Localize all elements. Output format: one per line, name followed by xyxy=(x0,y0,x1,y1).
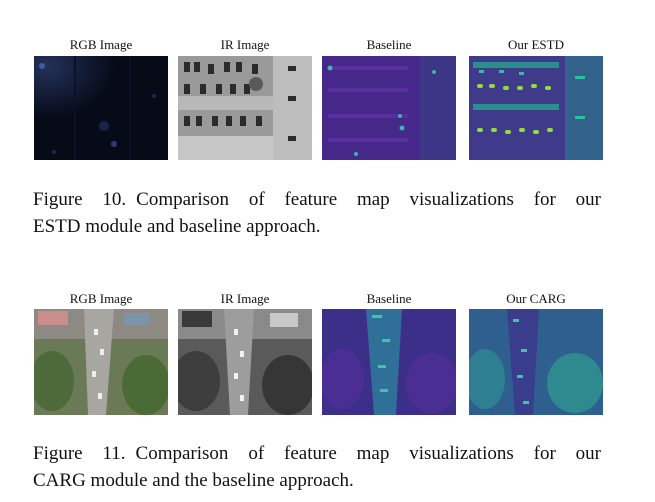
caption-line-2: CARG module and the baseline approach. xyxy=(33,470,354,491)
panel-label: Our ESTD xyxy=(508,37,564,52)
caption-number: Figure 10. xyxy=(33,189,127,210)
panel-baseline: Baseline xyxy=(322,292,456,418)
panel-label: IR Image xyxy=(220,37,270,52)
panel-label: RGB Image xyxy=(69,37,133,52)
figure-10-caption: Figure 10. Comparison of feature map visu… xyxy=(33,186,601,240)
baseline-feature-map xyxy=(322,56,456,160)
figure-11-caption: Figure 11. Comparison of feature map visu… xyxy=(33,440,601,494)
estd-feature-map xyxy=(469,56,603,160)
panel-rgb-image: RGB Image xyxy=(34,292,168,418)
carg-feature-map xyxy=(469,309,603,415)
panel-label: Baseline xyxy=(366,37,412,52)
panel-label: Our CARG xyxy=(506,291,566,306)
panel-label: Baseline xyxy=(366,291,412,306)
panel-rgb-image: RGB Image xyxy=(34,38,168,162)
caption-text: Comparison of feature map visualizations… xyxy=(136,189,602,210)
panel-ir-image: IR Image xyxy=(178,292,312,418)
panel-label: IR Image xyxy=(220,291,270,306)
caption-line-1: Figure 11. Comparison of feature map visu… xyxy=(33,440,601,467)
caption-number: Figure 11. xyxy=(33,443,126,464)
ir-parking-lot-image xyxy=(178,56,312,160)
panel-ir-image: IR Image xyxy=(178,38,312,162)
caption-text: Comparison of feature map visualizations… xyxy=(135,443,601,464)
caption-line-1: Figure 10. Comparison of feature map visu… xyxy=(33,186,601,213)
panel-our-carg: Our CARG xyxy=(469,292,603,418)
panel-our-estd: Our ESTD xyxy=(469,38,603,162)
baseline-feature-map xyxy=(322,309,456,415)
caption-line-2: ESTD module and baseline approach. xyxy=(33,216,321,237)
ir-street-image xyxy=(178,309,312,415)
panel-baseline: Baseline xyxy=(322,38,456,162)
rgb-street-image xyxy=(34,309,168,415)
rgb-night-image xyxy=(34,56,168,160)
panel-label: RGB Image xyxy=(69,291,133,306)
